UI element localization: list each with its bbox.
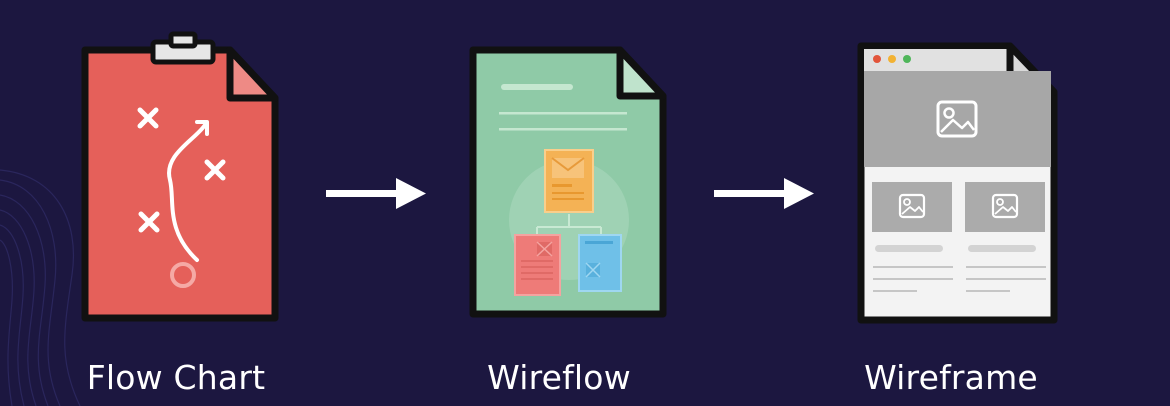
image-icon: [898, 193, 926, 219]
play-path-arrow: [167, 123, 207, 262]
arrow-right-icon: [714, 178, 814, 209]
image-icon: [936, 100, 978, 138]
window-minimize-dot: [888, 55, 896, 63]
step-label-wireframe: Wireframe: [864, 358, 1038, 397]
wireflow-folded-corner: [616, 46, 667, 100]
arrow-right-icon: [326, 178, 426, 209]
start-circle-icon: [170, 262, 196, 288]
flow-chart-folded-corner: [226, 46, 279, 102]
wireframe-icon: [857, 42, 1058, 324]
cross-mark-icon: [137, 107, 226, 233]
step-label-flow-chart: Flow Chart: [86, 358, 266, 397]
image-icon: [991, 193, 1019, 219]
flow-chart-icon: [81, 31, 279, 322]
step-label-wireflow: Wireflow: [487, 358, 631, 397]
card-image-placeholder: [872, 182, 952, 232]
wireflow-icon: [469, 46, 667, 318]
hero-image-placeholder: [864, 71, 1051, 167]
window-close-dot: [873, 55, 881, 63]
card-image-placeholder: [965, 182, 1045, 232]
window-maximize-dot: [903, 55, 911, 63]
